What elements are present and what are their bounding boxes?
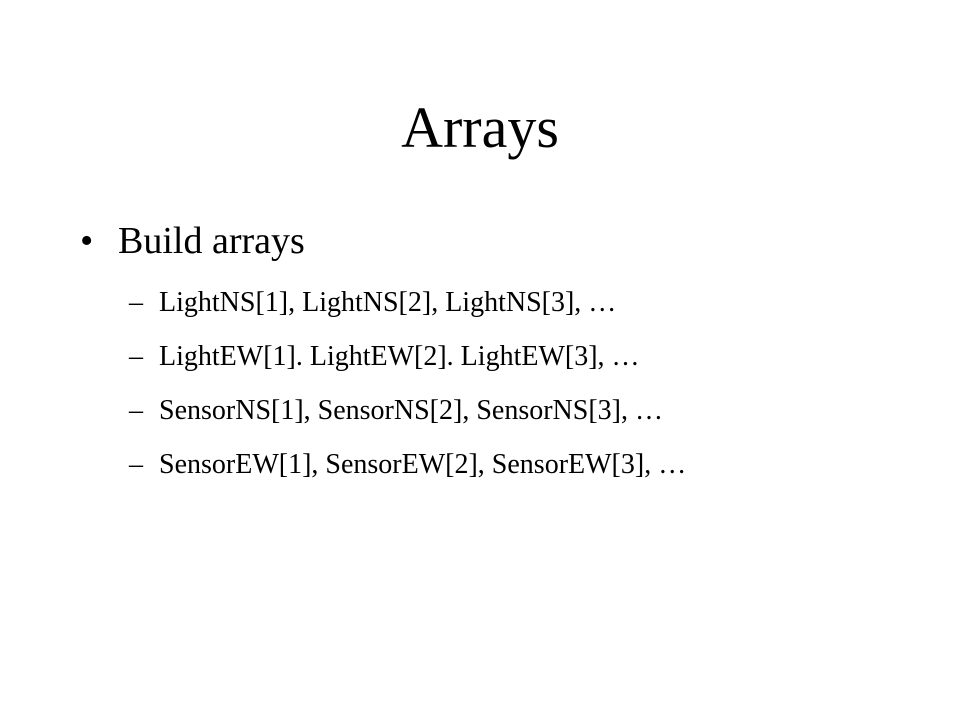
dash-icon: – [129, 395, 143, 426]
sub-bullet-text: SensorNS[1], SensorNS[2], SensorNS[3], … [159, 395, 663, 426]
bullet-text: Build arrays [118, 220, 305, 262]
sub-bullet-text: LightEW[1]. LightEW[2]. LightEW[3], … [159, 341, 640, 372]
dash-icon: – [129, 449, 143, 480]
bullet-icon: • [80, 220, 94, 262]
dash-icon: – [129, 341, 143, 372]
sub-bullet-item: –SensorEW[1], SensorEW[2], SensorEW[3], … [129, 438, 686, 492]
sub-bullet-text: SensorEW[1], SensorEW[2], SensorEW[3], … [159, 449, 687, 480]
sub-bullet-item: –SensorNS[1], SensorNS[2], SensorNS[3], … [129, 384, 686, 438]
sub-bullet-list: –LightNS[1], LightNS[2], LightNS[3], … –… [129, 276, 686, 492]
slide-title: Arrays [401, 95, 559, 160]
bullet-item: • Build arrays [80, 216, 305, 266]
sub-bullet-text: LightNS[1], LightNS[2], LightNS[3], … [159, 287, 617, 318]
sub-bullet-item: –LightNS[1], LightNS[2], LightNS[3], … [129, 276, 686, 330]
sub-bullet-item: –LightEW[1]. LightEW[2]. LightEW[3], … [129, 330, 686, 384]
dash-icon: – [129, 287, 143, 318]
